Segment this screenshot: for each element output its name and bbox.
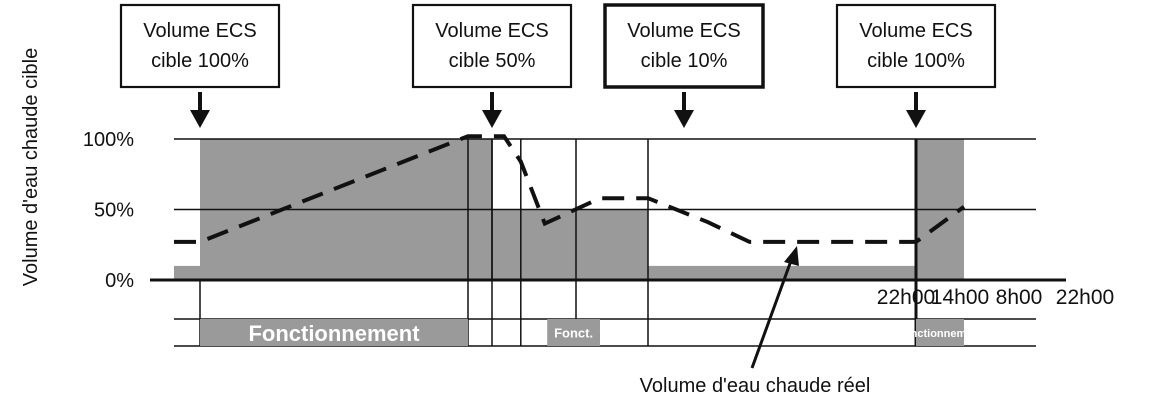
target-volume-bar-0 <box>174 265 200 280</box>
callout-line2: cible 100% <box>867 50 965 72</box>
operation-label: Fonctionnement <box>248 321 420 346</box>
callout-line1: Volume ECS <box>627 20 740 42</box>
callout-line2: cible 10% <box>641 50 728 72</box>
grid-lines <box>174 138 1036 211</box>
target-volume-bar-6 <box>648 265 916 280</box>
target-volume-bar-3 <box>492 209 521 280</box>
operation-band-1 <box>547 319 600 346</box>
time-label: 22h00 <box>1056 286 1114 309</box>
callout-arrowhead <box>674 110 694 128</box>
annotation-arrowhead <box>784 246 799 266</box>
operation-timeline: Fonctionnement Fonct. Fonctionnement <box>174 318 1036 347</box>
annotation-arrow <box>750 257 794 369</box>
target-callouts: Volume ECS cible 100% Volume ECS cible 50% V… <box>119 3 997 128</box>
y-tick-label: 0% <box>105 270 134 292</box>
callout-line1: Volume ECS <box>859 20 972 42</box>
callout-line1: Volume ECS <box>435 20 548 42</box>
time-label: 8h00 <box>996 286 1043 309</box>
callout-line1: Volume ECS <box>143 20 256 42</box>
callout-arrowhead <box>190 110 210 128</box>
y-axis-label: Volume d'eau chaude cible <box>20 48 42 286</box>
actual-volume-line <box>174 134 966 244</box>
callout-line2: cible 100% <box>151 50 249 72</box>
y-ticks: 0% 50% 100% <box>83 129 134 292</box>
target-volume-bar-5 <box>576 209 648 280</box>
y-tick-label: 100% <box>83 129 134 151</box>
callout-arrowhead <box>482 110 502 128</box>
callout-box-2 <box>603 3 765 89</box>
operation-label: Fonct. <box>554 326 593 341</box>
operation-band-0 <box>200 319 468 346</box>
actual-volume-annotation: Volume d'eau chaude réel <box>640 246 871 397</box>
operation-label: Fonctionnement <box>897 328 983 340</box>
callout-box-3 <box>835 3 997 89</box>
callout-box-1 <box>411 3 573 89</box>
callout-line2: cible 50% <box>449 50 536 72</box>
callout-box-0 <box>119 3 281 89</box>
operation-band-2 <box>916 319 964 346</box>
time-label: 14h00 <box>931 286 989 309</box>
annotation-label: Volume d'eau chaude réel <box>640 375 871 397</box>
callout-arrowhead <box>906 110 926 128</box>
y-tick-label: 50% <box>94 200 134 222</box>
time-label: 22h00 <box>877 286 935 309</box>
